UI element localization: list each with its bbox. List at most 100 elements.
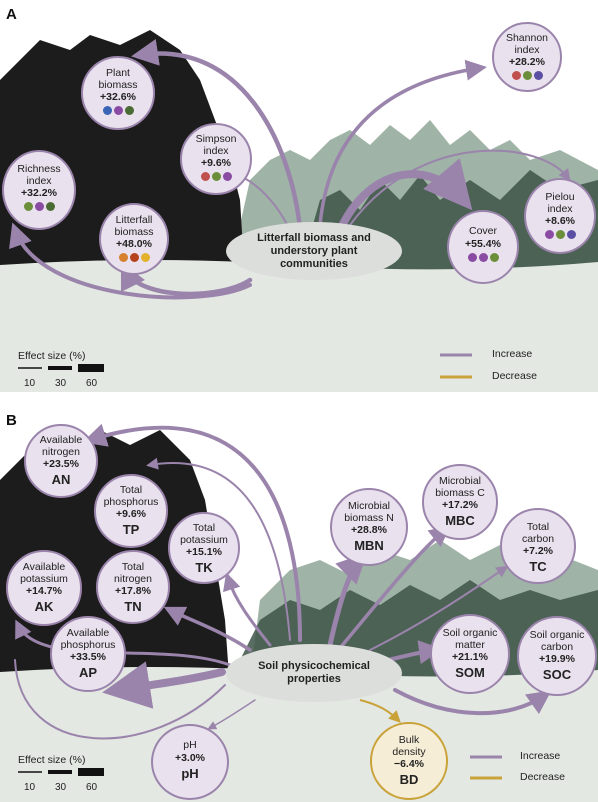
node-abbr: MBC bbox=[445, 513, 475, 528]
leaf-icons bbox=[118, 253, 150, 262]
node-value: +55.4% bbox=[465, 237, 501, 250]
node-tk: Total potassium +15.1% TK bbox=[168, 512, 240, 584]
legend-decrease-label: Decrease bbox=[520, 771, 565, 783]
tick-label: 60 bbox=[86, 782, 98, 793]
node-label: Total phosphorus bbox=[103, 484, 159, 508]
node-litterfall: Litterfall biomass +48.0% bbox=[99, 203, 169, 275]
arrow-to-shannon bbox=[318, 59, 487, 227]
arrow-to-mbc bbox=[338, 525, 451, 650]
node-value: +28.2% bbox=[509, 56, 545, 68]
node-label: Available potassium bbox=[20, 561, 68, 585]
node-soc: Soil organic carbon +19.9% SOC bbox=[517, 616, 597, 696]
node-abbr: TK bbox=[195, 560, 213, 575]
node-abbr: MBN bbox=[354, 538, 384, 553]
panel-a-letter: A bbox=[6, 6, 17, 23]
node-shannon: Shannon index +28.2% bbox=[492, 22, 562, 92]
node-value: +32.2% bbox=[21, 187, 57, 199]
node-label: Available nitrogen bbox=[39, 434, 83, 458]
node-label: Total potassium bbox=[180, 522, 228, 546]
center-node-a: Litterfall biomass and understory plant … bbox=[226, 222, 402, 280]
arrow-to-ap bbox=[102, 661, 226, 709]
legend-decrease-label: Decrease bbox=[492, 370, 537, 382]
node-pielou: Pielou index +8.6% bbox=[524, 178, 596, 254]
tick-label: 60 bbox=[86, 378, 98, 389]
node-abbr: TC bbox=[529, 559, 547, 574]
node-abbr: TP bbox=[122, 522, 140, 537]
plant-icons bbox=[544, 230, 576, 239]
node-label: Plant biomass bbox=[98, 67, 138, 91]
node-value: +7.2% bbox=[522, 545, 554, 557]
node-value: +9.6% bbox=[200, 157, 232, 169]
legend-b-lines bbox=[18, 755, 502, 780]
node-cover: Cover +55.4% bbox=[447, 210, 519, 284]
node-label: pH bbox=[183, 739, 197, 751]
node-label: Richness index bbox=[17, 163, 61, 187]
node-value: +28.8% bbox=[351, 524, 387, 536]
node-tp: Total phosphorus +9.6% TP bbox=[94, 474, 168, 548]
plant-icons bbox=[102, 106, 134, 115]
node-label: Simpson index bbox=[195, 133, 237, 157]
node-bd: Bulk density −6.4% BD bbox=[370, 722, 448, 800]
node-value: +23.5% bbox=[43, 458, 79, 470]
node-abbr: AN bbox=[51, 472, 71, 487]
node-label: Total nitrogen bbox=[114, 561, 152, 585]
node-simpson: Simpson index +9.6% bbox=[180, 123, 252, 195]
node-value: +3.0% bbox=[174, 751, 206, 764]
node-abbr: BD bbox=[399, 772, 419, 787]
plant-icons bbox=[511, 71, 543, 80]
legend-a-lines bbox=[18, 353, 472, 379]
arrow-to-tc bbox=[369, 565, 509, 651]
node-value: +33.5% bbox=[70, 651, 106, 663]
node-value: +9.6% bbox=[115, 508, 147, 520]
arrow-to-cover bbox=[336, 158, 473, 234]
effect-size-title: Effect size (%) bbox=[18, 754, 86, 766]
node-abbr: TN bbox=[124, 599, 142, 614]
node-value: +14.7% bbox=[26, 585, 62, 597]
node-ap: Available phosphorus +33.5% AP bbox=[50, 616, 126, 692]
arrow-to-tn bbox=[163, 606, 252, 652]
arrow-to-plant-biomass bbox=[131, 38, 303, 231]
node-an: Available nitrogen +23.5% AN bbox=[24, 424, 98, 498]
node-abbr: pH bbox=[181, 765, 199, 781]
center-label: Litterfall biomass and understory plant … bbox=[257, 231, 371, 270]
node-label: Microbial biomass C bbox=[435, 475, 485, 499]
arrow-to-pielou bbox=[349, 149, 571, 226]
node-label: Available phosphorus bbox=[60, 627, 116, 651]
arrow-to-an bbox=[82, 423, 302, 642]
node-label: Pielou index bbox=[545, 191, 575, 215]
tick-label: 10 bbox=[24, 378, 36, 389]
node-ph: pH +3.0% pH bbox=[151, 724, 229, 800]
legend-increase-label: Increase bbox=[492, 348, 533, 360]
node-abbr: AK bbox=[34, 599, 54, 614]
center-label: Soil physicochemical properties bbox=[258, 660, 370, 685]
plant-icons bbox=[23, 202, 55, 211]
node-value: +19.9% bbox=[539, 653, 575, 665]
effect-size-title: Effect size (%) bbox=[18, 350, 86, 362]
plant-icons bbox=[200, 172, 232, 181]
panel-b-arrows bbox=[14, 423, 552, 740]
center-node-b: Soil physicochemical properties bbox=[226, 644, 402, 702]
node-richness: Richness index +32.2% bbox=[2, 150, 76, 230]
node-som: Soil organic matter +21.1% SOM bbox=[430, 614, 510, 694]
node-mbn: Microbial biomass N +28.8% MBN bbox=[330, 488, 408, 566]
legend-increase-label: Increase bbox=[520, 750, 561, 762]
node-value: +21.1% bbox=[452, 651, 488, 663]
tick-label: 30 bbox=[55, 378, 67, 389]
node-value: +48.0% bbox=[116, 238, 152, 250]
node-tn: Total nitrogen +17.8% TN bbox=[96, 550, 170, 624]
node-abbr: AP bbox=[78, 665, 98, 680]
node-value: +17.2% bbox=[442, 499, 478, 511]
arrow-to-tk bbox=[223, 572, 272, 647]
node-label: Total carbon bbox=[521, 521, 555, 545]
node-value: +17.8% bbox=[115, 585, 151, 597]
node-label: Bulk density bbox=[392, 734, 426, 758]
arrow-to-left-loop bbox=[14, 659, 226, 740]
node-label: Litterfall biomass bbox=[114, 214, 154, 238]
arrow-to-litterfall bbox=[120, 261, 253, 297]
tick-label: 10 bbox=[24, 782, 36, 793]
node-abbr: SOM bbox=[455, 665, 485, 680]
node-label: Microbial biomass N bbox=[344, 500, 394, 524]
node-label: Shannon index bbox=[505, 32, 549, 56]
arrow-to-richness bbox=[9, 222, 252, 300]
node-value: +8.6% bbox=[544, 215, 576, 227]
